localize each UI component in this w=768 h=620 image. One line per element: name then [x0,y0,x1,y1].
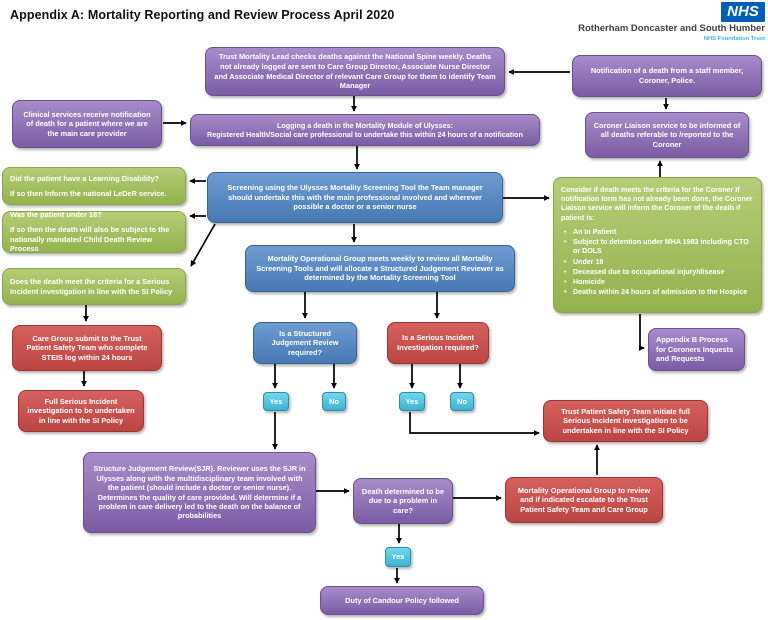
foundation-trust-label: NHS Foundation Trust [703,35,765,42]
node-notification-of-death: Notification of a death from a staff mem… [572,55,762,97]
nhs-logo: NHS Rotherham Doncaster and South Humber… [578,2,765,42]
node-logging-death: Logging a death in the Mortality Module … [190,114,540,146]
node-death-problem-question: Death determined to be due to a problem … [353,478,453,524]
node-trust-mortality-lead: Trust Mortality Lead checks deaths again… [205,47,505,96]
node-under-18: Was the patient under 18? If so then the… [2,210,186,253]
coroner-criteria-list: An In Patient Subject to detention under… [561,228,754,299]
nhs-badge: NHS [721,2,765,22]
node-duty-of-candour: Duty of Candour Policy followed [320,586,484,615]
death-problem-yes-label: Yes [385,547,411,567]
sjr-no-label: No [322,392,346,411]
node-tpst-initiate-si: Trust Patient Safety Team initiate full … [543,400,708,442]
node-care-group-submit: Care Group submit to the Trust Patient S… [12,325,162,371]
node-learning-disability: Did the patient have a Learning Disabili… [2,167,186,205]
node-consider-coroner-criteria: Consider if death meets the criteria for… [553,177,762,313]
node-si-criteria: Does the death meet the criteria for a S… [2,268,186,305]
si-no-label: No [450,392,474,411]
node-mog-review-escalate: Mortality Operational Group to review an… [505,477,663,523]
trust-name: Rotherham Doncaster and South Humber [578,23,765,34]
node-appendix-b: Appendix B Process for Coroners Inquests… [648,328,745,371]
node-mortality-operational-group-weekly: Mortality Operational Group meets weekly… [245,245,515,292]
page-title: Appendix A: Mortality Reporting and Revi… [10,8,395,22]
node-sjr-required-question: Is a Structured Judgement Review require… [253,322,357,364]
node-sjr-detail: Structure Judgement Review(SJR). Reviewe… [83,452,316,533]
node-screening-tool: Screening using the Ulysses Mortality Sc… [207,172,503,223]
node-full-si-investigation: Full Serious Incident investigation to b… [18,390,144,432]
node-si-required-question: Is a Serious Incident Investigation requ… [387,322,489,364]
si-yes-label: Yes [399,392,425,411]
node-clinical-services: Clinical services receive notification o… [12,100,162,148]
node-coroner-liaison: Coroner Liaison service to be informed o… [585,112,749,158]
sjr-yes-label: Yes [263,392,289,411]
